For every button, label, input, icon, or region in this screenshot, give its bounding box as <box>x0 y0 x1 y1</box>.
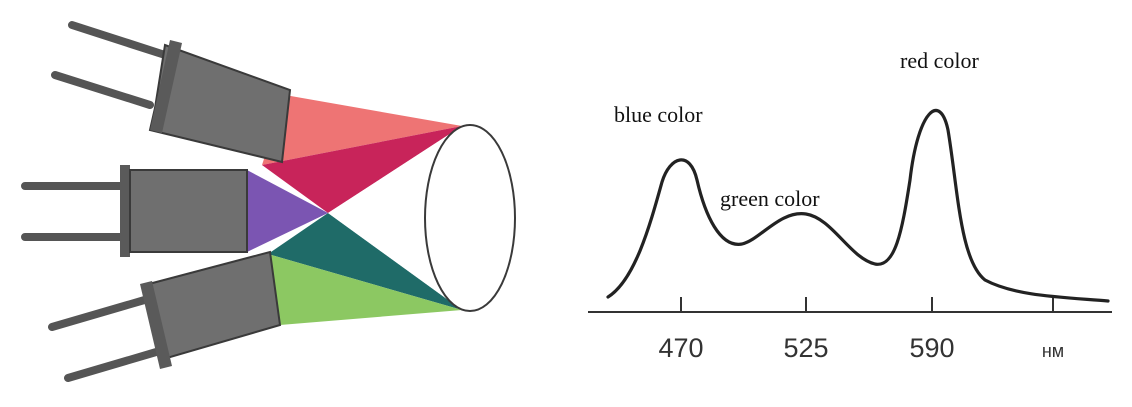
led-projector-icon <box>48 250 282 382</box>
white-mixed-light <box>328 126 462 310</box>
white-light-screen-icon <box>424 124 516 312</box>
tick-label-470: 470 <box>658 333 703 363</box>
green-peak-label: green color <box>720 186 820 211</box>
magenta-overlap-region <box>262 126 462 213</box>
blue-peak-label: blue color <box>614 102 703 127</box>
tick-label-590: 590 <box>909 333 954 363</box>
axis-unit-label: нм <box>1042 341 1064 361</box>
emission-spectrum-graph: blue color green color red color 470 525… <box>588 48 1112 363</box>
led-projector-icon <box>21 165 248 257</box>
red-light-beam <box>262 95 462 165</box>
color-mixing-illustration <box>21 21 516 382</box>
green-light-beam <box>268 254 462 325</box>
red-peak-label: red color <box>900 48 979 73</box>
led-projector-icon <box>51 21 292 164</box>
teal-overlap-region <box>268 213 462 310</box>
tick-label-525: 525 <box>783 333 828 363</box>
spectrum-curve <box>606 108 1110 303</box>
violet-light-beam <box>247 170 328 252</box>
